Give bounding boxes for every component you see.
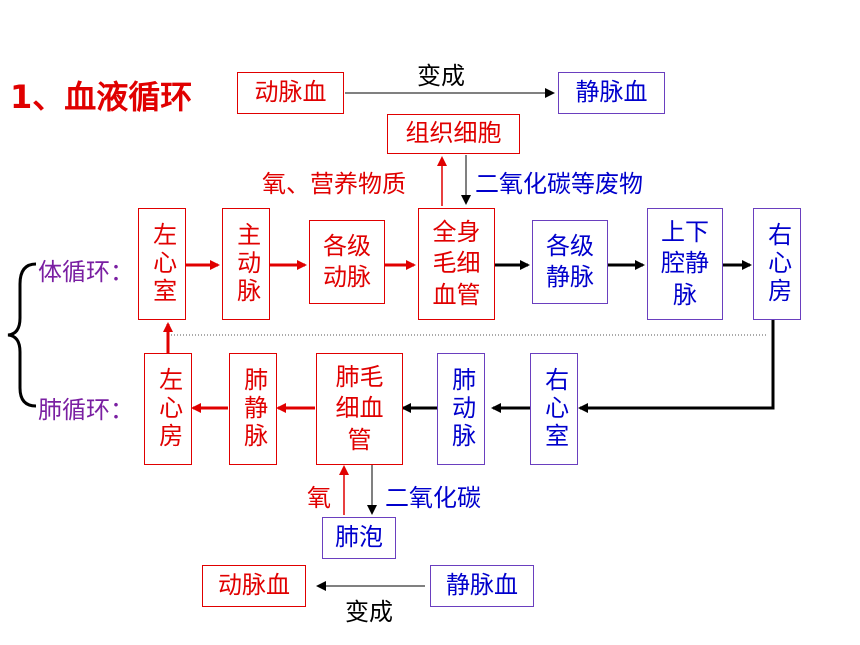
systemic-label: 体循环： bbox=[38, 258, 134, 286]
arteries-box: 各级动脉 bbox=[309, 220, 385, 304]
left-atrium-box: 左心房 bbox=[144, 353, 192, 465]
aorta-box: 主动脉 bbox=[222, 208, 270, 320]
tissue-cell-box: 组织细胞 bbox=[387, 114, 520, 154]
pulmonary-label: 肺循环： bbox=[38, 396, 134, 424]
alveoli-out-label: 二氧化碳 bbox=[385, 484, 481, 512]
lung-capillaries-box: 肺毛细血管 bbox=[316, 353, 403, 465]
ra-to-rv-arrow bbox=[578, 320, 775, 413]
right-atrium-box: 右心房 bbox=[753, 208, 801, 320]
legend-bottom-to: 动脉血 bbox=[202, 565, 306, 607]
legend-top-from: 动脉血 bbox=[237, 72, 344, 114]
legend-bottom-from: 静脉血 bbox=[430, 565, 534, 607]
right-ventricle-box: 右心室 bbox=[530, 353, 578, 465]
legend-top-to: 静脉血 bbox=[558, 72, 665, 114]
tissue-out-label: 二氧化碳等废物 bbox=[475, 170, 643, 198]
page-title: 1、血液循环 bbox=[10, 78, 193, 116]
alveoli-box: 肺泡 bbox=[322, 517, 396, 559]
pulmonary-artery-box: 肺动脉 bbox=[437, 353, 485, 465]
alveoli-in-label: 氧 bbox=[307, 484, 331, 512]
brace bbox=[7, 262, 37, 408]
vena-cava-box: 上下腔静脉 bbox=[647, 208, 723, 320]
legend-bottom-verb: 变成 bbox=[345, 598, 393, 626]
body-capillaries-box: 全身毛细血管 bbox=[418, 208, 495, 320]
legend-top-verb: 变成 bbox=[417, 62, 465, 90]
veins-box: 各级静脉 bbox=[532, 220, 608, 304]
left-ventricle-box: 左心室 bbox=[138, 208, 186, 320]
pulmonary-vein-box: 肺静脉 bbox=[229, 353, 277, 465]
tissue-in-label: 氧、营养物质 bbox=[262, 170, 406, 198]
